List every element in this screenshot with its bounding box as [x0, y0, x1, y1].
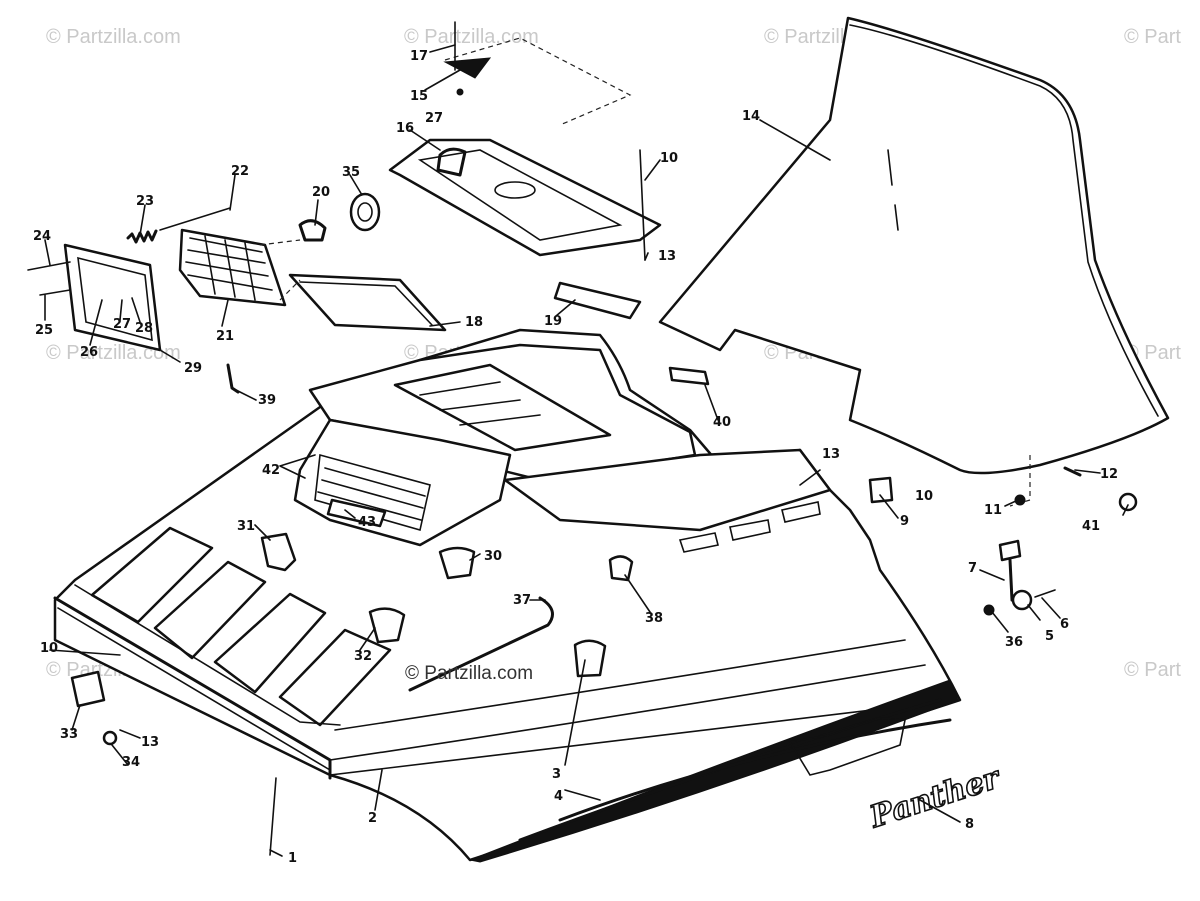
callout-18: 18 [465, 315, 483, 330]
watermark: © Part [1124, 26, 1181, 48]
callout-3: 3 [552, 767, 561, 782]
callout-28: 28 [135, 321, 153, 336]
callout-37: 37 [513, 593, 531, 608]
callout-12: 12 [1100, 467, 1118, 482]
callout-6: 6 [1060, 617, 1069, 632]
leader-lines [44, 44, 1129, 857]
watermark: © Partzilla.com [46, 26, 181, 48]
callout-34: 34 [122, 755, 140, 770]
callout-13: 13 [822, 447, 840, 462]
callout-8: 8 [965, 817, 974, 832]
callout-10: 10 [915, 489, 933, 504]
callout-41: 41 [1082, 519, 1100, 534]
callout-13: 13 [658, 249, 676, 264]
callout-9: 9 [900, 514, 909, 529]
callout-20: 20 [312, 185, 330, 200]
callout-17: 17 [410, 49, 428, 64]
callout-30: 30 [484, 549, 502, 564]
callout-11: 11 [984, 503, 1002, 518]
callout-10: 10 [660, 151, 678, 166]
callout-10: 10 [40, 641, 58, 656]
callout-1: 1 [288, 851, 297, 866]
callout-35: 35 [342, 165, 360, 180]
callout-2: 2 [368, 811, 377, 826]
callout-13: 13 [141, 735, 159, 750]
callout-36: 36 [1005, 635, 1023, 650]
watermark: © Partzilla.com [404, 26, 539, 48]
callout-39: 39 [258, 393, 276, 408]
callout-16: 16 [396, 121, 414, 136]
watermark-center: © Partzilla.com [405, 663, 533, 684]
callout-40: 40 [713, 415, 731, 430]
callout-32: 32 [354, 649, 372, 664]
callout-23: 23 [136, 194, 154, 209]
watermark: © Part [1124, 659, 1181, 681]
callout-5: 5 [1045, 629, 1054, 644]
callout-15: 15 [410, 89, 428, 104]
callout-24: 24 [33, 229, 51, 244]
callout-26: 26 [80, 345, 98, 360]
callout-19: 19 [544, 314, 562, 329]
callout-labels: 1 2 3 4 5 6 7 8 9 10 10 10 11 12 13 13 1… [33, 49, 1118, 866]
headlight-assembly [27, 192, 447, 352]
decal-text: Panther [865, 760, 1006, 836]
callout-33: 33 [60, 727, 78, 742]
callout-38: 38 [645, 611, 663, 626]
windshield [658, 16, 1170, 507]
callout-31: 31 [237, 519, 255, 534]
callout-22: 22 [231, 164, 249, 179]
callout-43: 43 [358, 515, 376, 530]
panther-decal: Panther [864, 759, 1006, 836]
callout-29: 29 [184, 361, 202, 376]
console-tray [388, 21, 662, 257]
callout-4: 4 [554, 789, 563, 804]
callout-27: 27 [425, 111, 443, 126]
callout-42: 42 [262, 463, 280, 478]
callout-14: 14 [742, 109, 760, 124]
callout-21: 21 [216, 329, 234, 344]
callout-27: 27 [113, 317, 131, 332]
callout-25: 25 [35, 323, 53, 338]
hardware [70, 149, 1138, 856]
callout-7: 7 [968, 561, 977, 576]
hood-body [53, 328, 962, 863]
